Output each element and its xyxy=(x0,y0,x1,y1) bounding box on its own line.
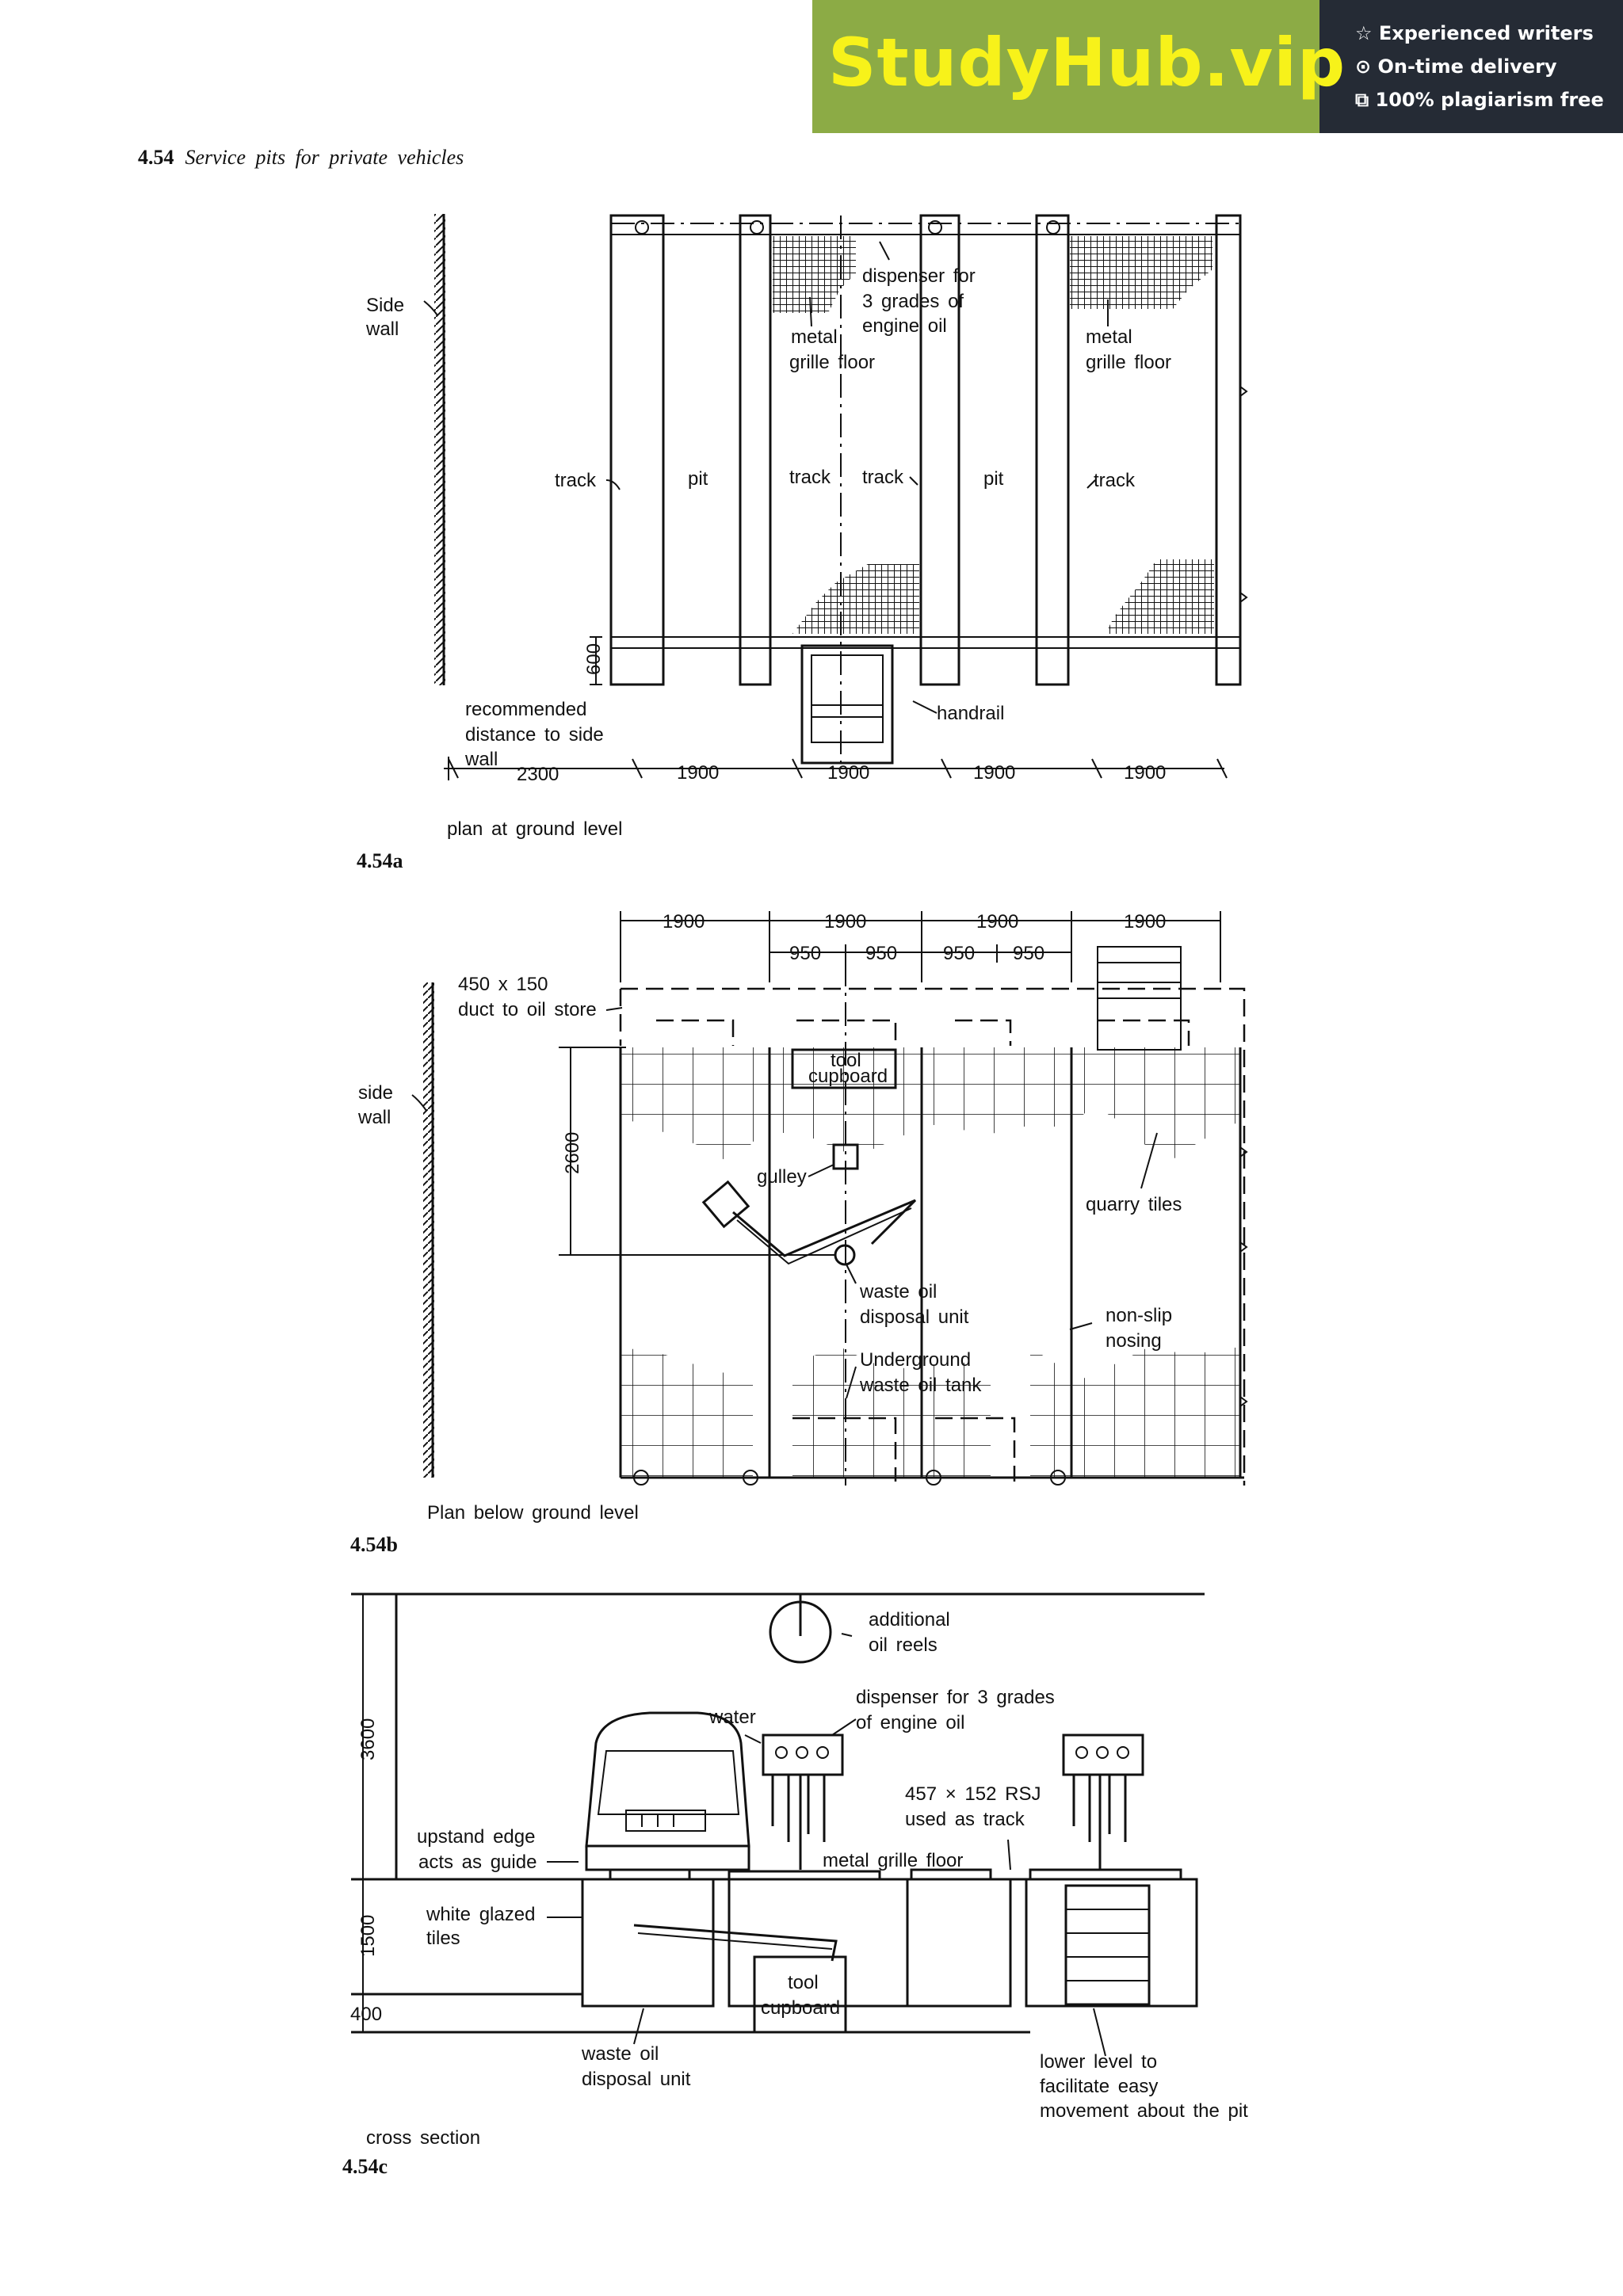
brand-logo[interactable]: StudyHub.vip xyxy=(828,24,1346,101)
feature-experienced-writers: ☆ Experienced writers xyxy=(1355,22,1594,44)
label-dispenser-1: dispenser for xyxy=(862,265,976,287)
pit-tiles xyxy=(581,1878,1198,2008)
label-lower-1: lower level to xyxy=(1040,2051,1157,2073)
figure-label-c: 4.54c xyxy=(342,2155,388,2178)
caption-b: Plan below ground level xyxy=(427,1502,639,1524)
dim-b-950-1: 950 xyxy=(789,943,821,964)
label-lower-2: facilitate easy xyxy=(1040,2076,1158,2097)
label-c-tool-2: cupboard xyxy=(761,1997,840,2019)
label-side-wall-1: Side xyxy=(366,295,404,316)
label-c-tool-1: tool xyxy=(788,1972,819,1993)
dim-a-1900-1: 1900 xyxy=(677,762,719,784)
label-grille-1b: grille floor xyxy=(789,352,875,373)
dim-600: 600 xyxy=(583,643,605,675)
label-b-side-wall-2: wall xyxy=(357,1107,391,1128)
dim-a-1900-4: 1900 xyxy=(1124,762,1166,784)
label-gulley: gulley xyxy=(757,1166,807,1188)
label-pit-2: pit xyxy=(983,468,1004,490)
dim-1500: 1500 xyxy=(357,1915,379,1957)
label-side-wall-2: wall xyxy=(365,318,399,340)
label-pit-1: pit xyxy=(688,468,708,490)
dim-b-1900-4: 1900 xyxy=(1124,911,1166,933)
label-c-waste-1: waste oil xyxy=(581,2043,659,2065)
label-tank-2: waste oil tank xyxy=(859,1375,982,1396)
label-duct-1: 450 x 150 xyxy=(458,974,548,995)
feature-on-time-delivery: ⊙ On-time delivery xyxy=(1355,55,1557,78)
tracks xyxy=(609,214,1242,686)
dim-b-1900-1: 1900 xyxy=(663,911,705,933)
label-track-4: track xyxy=(1094,470,1136,491)
section-number: 4.54 xyxy=(138,146,174,169)
label-oil-reels-2: oil reels xyxy=(869,1634,938,1656)
label-waste-oil-2: disposal unit xyxy=(860,1306,969,1328)
figure-c-cross-section: additional oil reels dispenser for 3 gra… xyxy=(350,1592,1248,2149)
label-grille-2b: grille floor xyxy=(1086,352,1171,373)
label-c-waste-2: disposal unit xyxy=(582,2069,691,2090)
label-upstand-1: upstand edge xyxy=(417,1826,535,1848)
label-rsj-1: 457 × 152 RSJ xyxy=(905,1783,1041,1805)
label-oil-reels-1: additional xyxy=(869,1609,950,1630)
label-track-2: track xyxy=(789,467,831,488)
label-recommended-1: recommended xyxy=(465,699,586,720)
label-tool-cupboard-1: tool xyxy=(831,1050,861,1071)
dim-a-1900-2: 1900 xyxy=(827,762,869,784)
label-grille-floor: metal grille floor xyxy=(823,1850,963,1871)
dim-400: 400 xyxy=(350,2004,382,2025)
figure-b-plan-below: 1900 1900 1900 1900 950 950 950 950 450 … xyxy=(357,911,1248,1524)
label-tool-cupboard-2: cupboard xyxy=(808,1066,888,1087)
dim-3600: 3600 xyxy=(357,1718,379,1760)
figure-a-plan-ground: Side wall dispenser for 3 grades of engi… xyxy=(365,214,1248,840)
label-tiles-2: tiles xyxy=(426,1928,460,1949)
caption-c: cross section xyxy=(366,2127,480,2149)
quarry-tile-grid xyxy=(621,1047,1240,1478)
label-track-1: track xyxy=(555,470,597,491)
label-grille-1a: metal xyxy=(791,326,838,348)
dim-b-950-3: 950 xyxy=(943,943,975,964)
label-handrail: handrail xyxy=(937,703,1004,724)
label-rsj-2: used as track xyxy=(905,1809,1025,1830)
dim-a-1900-3: 1900 xyxy=(973,762,1015,784)
figure-label-b: 4.54b xyxy=(350,1533,398,1556)
caption-a: plan at ground level xyxy=(447,818,622,840)
label-dispenser-3: engine oil xyxy=(862,315,947,337)
label-water: water xyxy=(708,1707,756,1728)
label-c-dispenser-2: of engine oil xyxy=(856,1712,964,1733)
banner-brand-panel[interactable] xyxy=(812,0,1319,133)
label-tank-1: Underground xyxy=(860,1349,971,1371)
label-nonslip-1: non-slip xyxy=(1106,1305,1172,1326)
page-title: 4.54 Service pits for private vehicles xyxy=(138,146,464,170)
steps xyxy=(800,644,894,765)
dim-2300: 2300 xyxy=(517,764,559,785)
dim-2600: 2600 xyxy=(562,1132,583,1174)
label-tiles-1: white glazed xyxy=(426,1904,535,1925)
label-waste-oil-1: waste oil xyxy=(859,1281,937,1302)
metal-grille-hatch xyxy=(773,236,1214,634)
dim-b-950-4: 950 xyxy=(1013,943,1044,964)
label-recommended-3: wall xyxy=(464,749,498,770)
label-b-side-wall-1: side xyxy=(358,1082,393,1104)
label-track-3: track xyxy=(862,467,904,488)
label-quarry-tiles: quarry tiles xyxy=(1086,1194,1182,1215)
column-markers xyxy=(635,220,1060,235)
label-recommended-2: distance to side xyxy=(465,724,604,746)
label-lower-3: movement about the pit xyxy=(1040,2100,1248,2122)
label-grille-2a: metal xyxy=(1086,326,1132,348)
label-dispenser-2: 3 grades of xyxy=(862,291,964,312)
car-front xyxy=(585,1711,750,1871)
figure-label-a: 4.54a xyxy=(357,849,403,872)
dim-b-950-2: 950 xyxy=(865,943,897,964)
label-upstand-2: acts as guide xyxy=(418,1852,537,1873)
label-c-dispenser-1: dispenser for 3 grades xyxy=(856,1687,1055,1708)
dim-b-1900-2: 1900 xyxy=(824,911,866,933)
dim-b-1900-3: 1900 xyxy=(976,911,1018,933)
label-duct-2: duct to oil store xyxy=(458,999,597,1020)
banner-features-panel xyxy=(1319,0,1623,133)
label-nonslip-2: nosing xyxy=(1106,1330,1162,1352)
feature-plagiarism-free: ⧉ 100% plagiarism free xyxy=(1355,89,1604,111)
section-title: Service pits for private vehicles xyxy=(185,146,464,169)
